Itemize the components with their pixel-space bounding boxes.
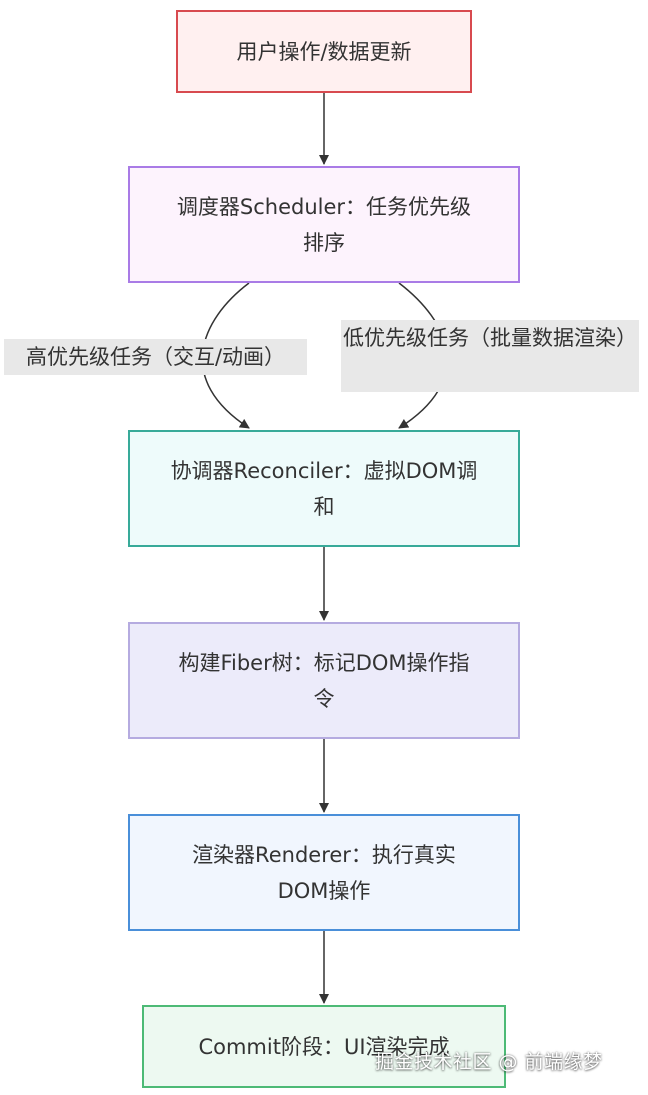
edge-label-high-priority-text: 高优先级任务（交互/动画） xyxy=(25,345,286,369)
node-scheduler-label: 调度器Scheduler：任务优先级排序 xyxy=(176,194,472,255)
node-user-input: 用户操作/数据更新 xyxy=(176,10,472,93)
edge-label-low-priority: 低优先级任务（批量数据渲染） xyxy=(341,320,639,392)
node-renderer-label: 渲染器Renderer：执行真实DOM操作 xyxy=(192,842,456,903)
node-fiber-tree-label: 构建Fiber树：标记DOM操作指令 xyxy=(178,650,470,711)
edge-label-low-priority-text: 低优先级任务（批量数据渲染） xyxy=(343,326,637,350)
node-reconciler: 协调器Reconciler：虚拟DOM调和 xyxy=(128,430,520,547)
node-user-input-label: 用户操作/数据更新 xyxy=(236,39,412,64)
edge-label-high-priority: 高优先级任务（交互/动画） xyxy=(4,339,307,375)
node-commit: Commit阶段：UI渲染完成 xyxy=(142,1005,506,1088)
node-fiber-tree: 构建Fiber树：标记DOM操作指令 xyxy=(128,622,520,739)
node-reconciler-label: 协调器Reconciler：虚拟DOM调和 xyxy=(170,458,478,519)
node-renderer: 渲染器Renderer：执行真实DOM操作 xyxy=(128,814,520,931)
watermark: 掘金技术社区 @ 前端缘梦 xyxy=(375,1051,603,1073)
node-commit-label: Commit阶段：UI渲染完成 xyxy=(198,1034,450,1059)
node-scheduler: 调度器Scheduler：任务优先级排序 xyxy=(128,166,520,283)
